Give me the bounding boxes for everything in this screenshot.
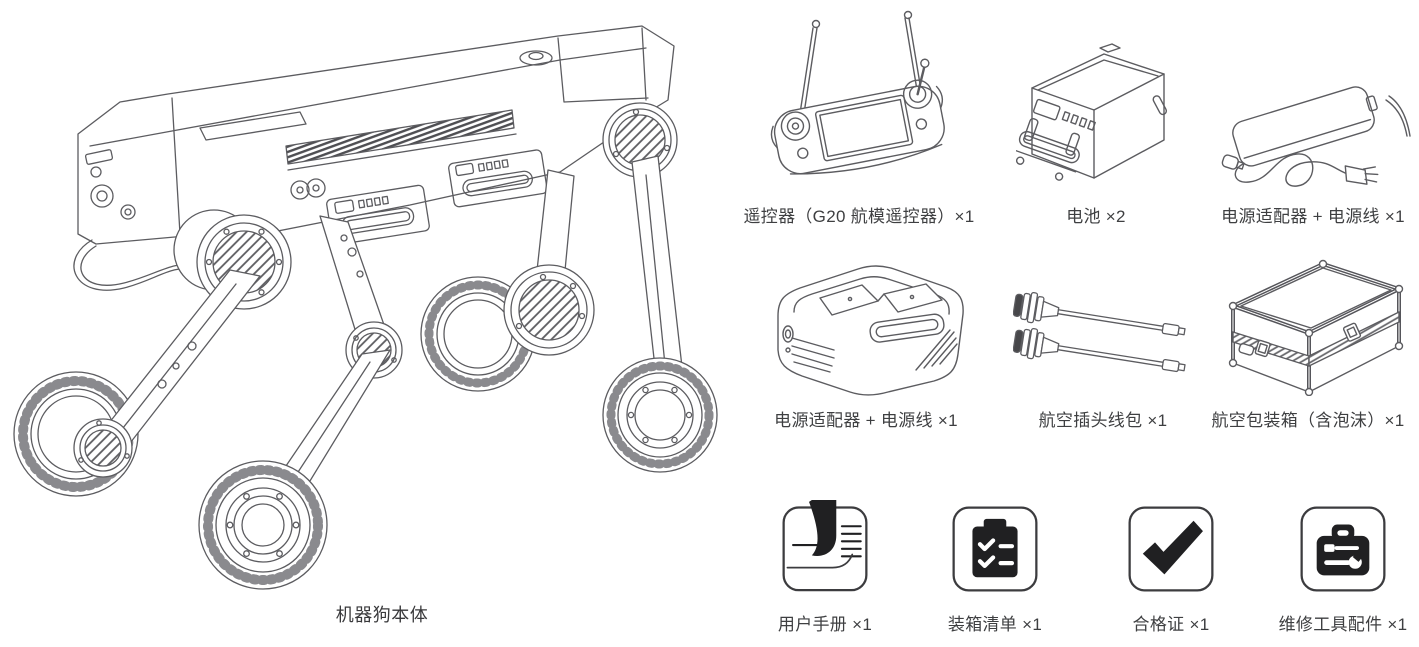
certificate-label: 合格证 ×1 — [1132, 615, 1210, 634]
item-user-manual: 用户手册 ×1 — [760, 484, 890, 635]
aviation-cables-illustration — [1013, 291, 1186, 373]
item-tool-kit: 维修工具配件 ×1 — [1278, 484, 1408, 635]
item-certificate: 合格证 ×1 — [1106, 484, 1236, 635]
item-flight-case: 航空包装箱（含泡沫）×1 — [1203, 252, 1413, 431]
packing-list-label: 装箱清单 ×1 — [947, 615, 1043, 634]
remote-controller-label: 遥控器（G20 航模遥控器）×1 — [743, 207, 975, 226]
item-aviation-cables: 航空插头线包 ×1 — [1013, 252, 1193, 431]
robot-dog-label: 机器狗本体 — [335, 605, 429, 625]
power-adapter-illustration — [1221, 86, 1411, 187]
robot-dog-illustration — [13, 25, 718, 590]
tool-kit-icon — [1300, 506, 1386, 592]
battery-label: 电池 ×2 — [1066, 207, 1126, 226]
user-manual-icon — [782, 499, 868, 592]
item-packing-list: 装箱清单 ×1 — [930, 484, 1060, 635]
user-manual-label: 用户手册 ×1 — [777, 615, 873, 634]
remote-controller-illustration — [770, 10, 945, 175]
aviation-cables-label: 航空插头线包 ×1 — [1038, 411, 1168, 430]
tool-kit-label: 维修工具配件 ×1 — [1278, 615, 1408, 634]
battery-illustration — [1016, 43, 1168, 181]
charging-dock-label: 电源适配器 + 电源线 ×1 — [774, 411, 958, 430]
item-charging-dock: 电源适配器 + 电源线 ×1 — [766, 252, 966, 431]
certificate-icon — [1128, 506, 1214, 592]
item-battery: 电池 ×2 — [1011, 6, 1181, 227]
power-adapter-label: 电源适配器 + 电源线 ×1 — [1221, 207, 1405, 226]
item-power-adapter: 电源适配器 + 电源线 ×1 — [1213, 6, 1413, 227]
flight-case-illustration — [1228, 259, 1404, 396]
item-remote-controller: 遥控器（G20 航模遥控器）×1 — [743, 6, 974, 227]
flight-case-label: 航空包装箱（含泡沫）×1 — [1211, 411, 1405, 430]
charging-dock-illustration — [777, 265, 964, 396]
packing-list-icon — [952, 506, 1038, 592]
